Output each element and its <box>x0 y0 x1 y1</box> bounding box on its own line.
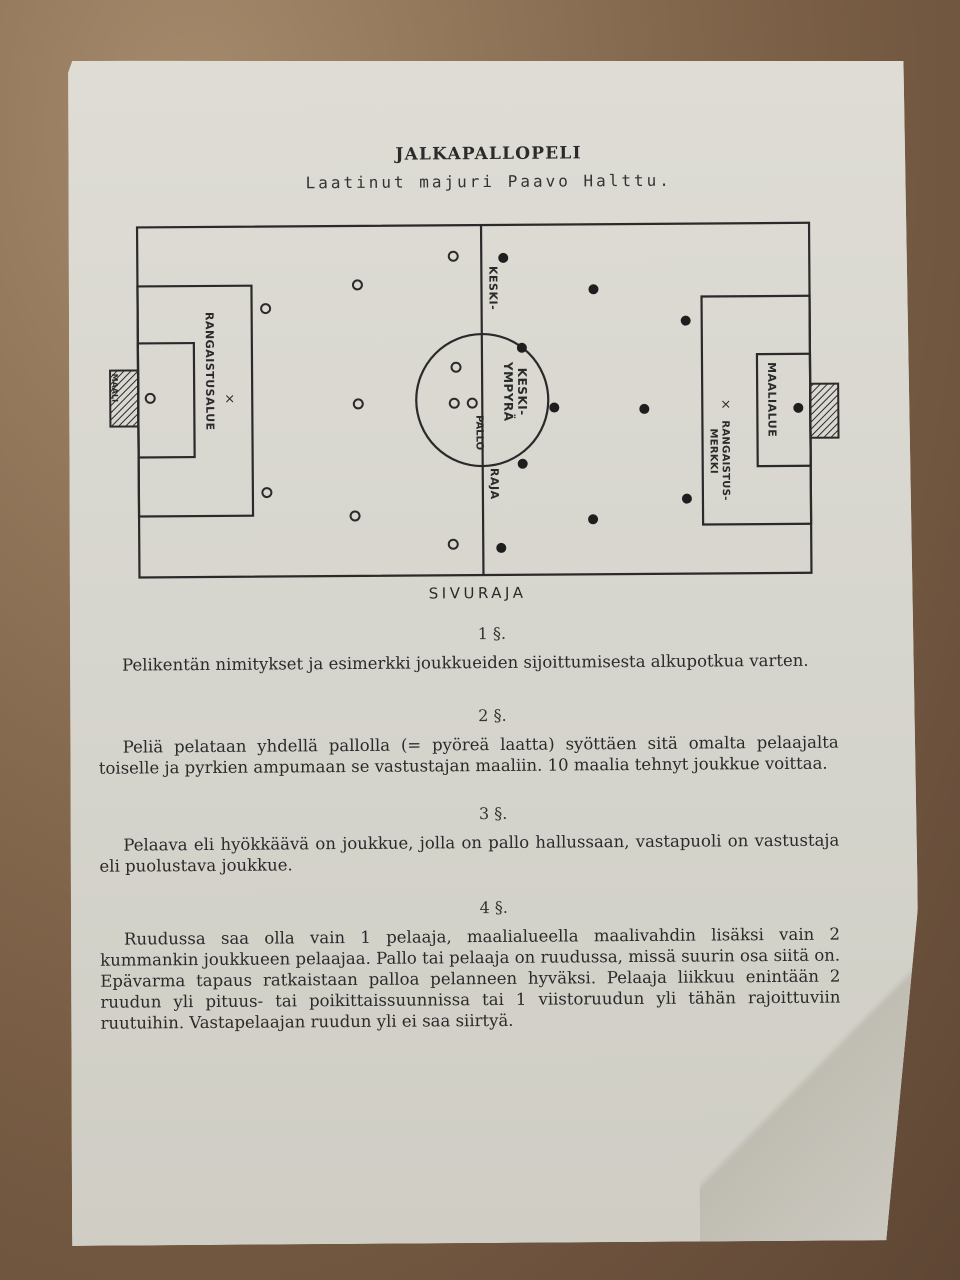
left-goal-label: MAALI <box>110 374 119 403</box>
penalty-mark-label-line1: RANGAISTUS- <box>719 420 731 500</box>
white-team-players <box>145 252 478 551</box>
section-1-text: Pelikentän nimitykset ja esimerkki joukk… <box>122 650 809 675</box>
player-white <box>354 399 363 408</box>
player-black <box>498 253 508 263</box>
player-white <box>449 540 458 549</box>
player-black <box>517 343 527 353</box>
ball <box>468 399 477 408</box>
black-team-players <box>494 251 804 553</box>
player-black <box>588 514 598 524</box>
player-black <box>518 459 528 469</box>
player-white-goalkeeper <box>146 394 155 403</box>
center-circle <box>416 334 549 467</box>
left-penalty-area-label: RANGAISTUSALUE <box>203 312 217 431</box>
player-black <box>682 494 692 504</box>
center-circle-label-line1: KESKI- <box>515 368 529 416</box>
center-circle-label-line2: YMPYRÄ <box>501 361 516 422</box>
right-goal <box>810 384 838 438</box>
right-goal-area-label: MAALIALUE <box>765 362 779 437</box>
player-white <box>351 511 360 520</box>
player-white <box>450 399 459 408</box>
section-4-text: Ruudussa saa olla vain 1 pelaaja, maalia… <box>100 924 841 1033</box>
right-penalty-mark: × <box>720 397 731 412</box>
player-white <box>262 488 271 497</box>
section-3-text: Pelaava eli hyökkäävä on joukkue, jolla … <box>99 830 840 876</box>
player-white <box>449 252 458 261</box>
center-line-label-bottom: RAJA <box>488 468 501 500</box>
penalty-mark-label-line2: MERKKI <box>707 428 718 474</box>
left-goal <box>110 370 138 426</box>
football-field-diagram: × × RANGAISTUSALUE MAALI KESKI- RAJA KES… <box>64 55 916 621</box>
player-white <box>261 304 270 313</box>
center-line-label-top: KESKI- <box>486 266 499 310</box>
player-black-goalkeeper <box>793 403 803 413</box>
player-black <box>681 316 691 326</box>
section-2-number: 2 §. <box>478 705 507 726</box>
left-penalty-mark: × <box>224 392 235 407</box>
player-black <box>588 284 598 294</box>
section-3-number: 3 §. <box>478 803 508 824</box>
booklet-page: JALKAPALLOPELI Laatinut majuri Paavo Hal… <box>64 55 920 1246</box>
player-black <box>549 403 559 413</box>
ball-label: PALLO <box>473 415 484 450</box>
player-black <box>639 404 649 414</box>
player-white <box>353 280 362 289</box>
section-2-text: Peliä pelataan yhdellä pallolla (= pyöre… <box>98 732 839 778</box>
center-line <box>481 225 483 575</box>
sideline-label: SIVURAJA <box>429 584 527 603</box>
section-1-number: 1 §. <box>477 623 507 644</box>
player-white <box>451 363 460 372</box>
section-4-number: 4 §. <box>479 897 509 918</box>
player-black <box>496 543 506 553</box>
